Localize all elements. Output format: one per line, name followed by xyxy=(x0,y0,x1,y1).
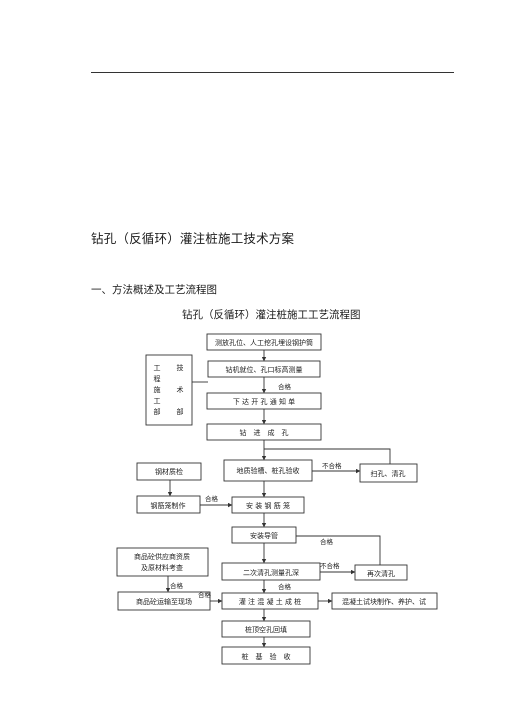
svg-text:钢材质检: 钢材质检 xyxy=(155,467,183,476)
connector-reclean-return xyxy=(296,535,381,565)
svg-text:钻 进 成 孔: 钻 进 成 孔 xyxy=(240,428,289,437)
flow-box-backfill: 桩顶空孔回填 xyxy=(221,620,311,638)
document-title: 钻孔（反循环）灌注桩施工技术方案 xyxy=(91,231,295,246)
svg-text:工: 工 xyxy=(154,397,161,405)
label-ok-clean2: 合格 xyxy=(278,582,292,591)
svg-text:程: 程 xyxy=(154,374,161,383)
label-ok-cage: 合格 xyxy=(205,494,219,503)
flow-box-concrete-transport: 商品砼运输至现场 xyxy=(117,591,211,611)
svg-text:安 装 钢 筋 笼: 安 装 钢 筋 笼 xyxy=(246,501,290,510)
label-notok-inspect: 不合格 xyxy=(322,461,342,470)
flowchart-connectors xyxy=(165,350,391,648)
label-ok-reclean: 合格 xyxy=(320,537,334,546)
flow-box-notice: 下 达 开 孔 通 知 单 xyxy=(206,392,322,410)
svg-text:及原材料考查: 及原材料考查 xyxy=(141,563,183,572)
svg-text:商品砼运输至现场: 商品砼运输至现场 xyxy=(136,597,192,606)
svg-text:桩 基 验 收: 桩 基 验 收 xyxy=(242,652,291,661)
svg-text:部: 部 xyxy=(177,407,184,416)
label-ok-supplier: 合格 xyxy=(170,581,184,590)
flow-box-clean2: 二次清孔测量孔深 xyxy=(221,562,321,581)
flow-box-pipe: 安装导管 xyxy=(231,526,297,544)
svg-text:测放孔位、人工挖孔埋设钢护筒: 测放孔位、人工挖孔埋设钢护筒 xyxy=(215,338,313,347)
flow-box-departments: 工 程 施 工 部 技 术 部 xyxy=(145,354,193,426)
svg-text:工: 工 xyxy=(154,364,161,372)
header-rule xyxy=(91,72,454,73)
label-ok-rig: 合格 xyxy=(278,382,292,391)
svg-text:技: 技 xyxy=(177,363,184,372)
flowchart-title: 钻孔（反循环）灌注桩施工工艺流程图 xyxy=(182,309,361,321)
flow-box-reclean: 再次清孔 xyxy=(354,564,408,581)
section-heading: 一、方法概述及工艺流程图 xyxy=(91,284,217,296)
label-ok-concrete: 合格 xyxy=(198,590,212,599)
flow-box-cage-make: 钢筋笼制作 xyxy=(136,495,201,514)
flow-box-steel-check: 钢材质检 xyxy=(136,462,202,481)
flow-box-cage-install: 安 装 钢 筋 笼 xyxy=(231,496,305,514)
svg-text:下 达 开 孔 通 知 单: 下 达 开 孔 通 知 单 xyxy=(233,397,295,406)
flow-box-inspect: 地质验槽、桩孔验收 xyxy=(223,459,313,482)
label-notok-clean2: 不合格 xyxy=(320,561,340,570)
flow-box-supplier: 商品砼供应商资质 及原材料考查 xyxy=(116,547,209,577)
svg-text:灌 注 混 凝 土 成 桩: 灌 注 混 凝 土 成 桩 xyxy=(239,597,301,606)
flow-box-pour: 灌 注 混 凝 土 成 桩 xyxy=(221,592,319,610)
svg-text:扫孔、清孔: 扫孔、清孔 xyxy=(371,469,406,478)
svg-text:钢筋笼制作: 钢筋笼制作 xyxy=(151,501,186,510)
svg-text:二次清孔测量孔深: 二次清孔测量孔深 xyxy=(243,568,299,577)
svg-text:术: 术 xyxy=(177,385,184,394)
flow-box-rig: 钻机就位、孔口标高测量 xyxy=(207,360,321,378)
flow-box-test-block: 混凝土试块制作、养护、试 xyxy=(331,592,438,610)
svg-text:再次清孔: 再次清孔 xyxy=(367,569,395,578)
connector-sweep-return xyxy=(264,448,391,464)
svg-text:安装导管: 安装导管 xyxy=(250,531,278,540)
svg-text:商品砼供应商资质: 商品砼供应商资质 xyxy=(134,552,190,561)
svg-text:钻机就位、孔口标高测量: 钻机就位、孔口标高测量 xyxy=(226,365,303,374)
flow-box-accept: 桩 基 验 收 xyxy=(221,646,311,665)
svg-text:混凝土试块制作、养护、试: 混凝土试块制作、养护、试 xyxy=(342,597,426,606)
svg-text:部: 部 xyxy=(154,407,161,416)
svg-text:地质验槽、桩孔验收: 地质验槽、桩孔验收 xyxy=(237,466,300,475)
flow-box-sweep: 扫孔、清孔 xyxy=(359,463,418,483)
flow-box-drill: 钻 进 成 孔 xyxy=(206,423,322,441)
svg-text:施: 施 xyxy=(154,385,161,394)
svg-text:桩顶空孔回填: 桩顶空孔回填 xyxy=(245,625,287,634)
flow-box-measure: 测放孔位、人工挖孔埋设钢护筒 xyxy=(206,333,322,351)
